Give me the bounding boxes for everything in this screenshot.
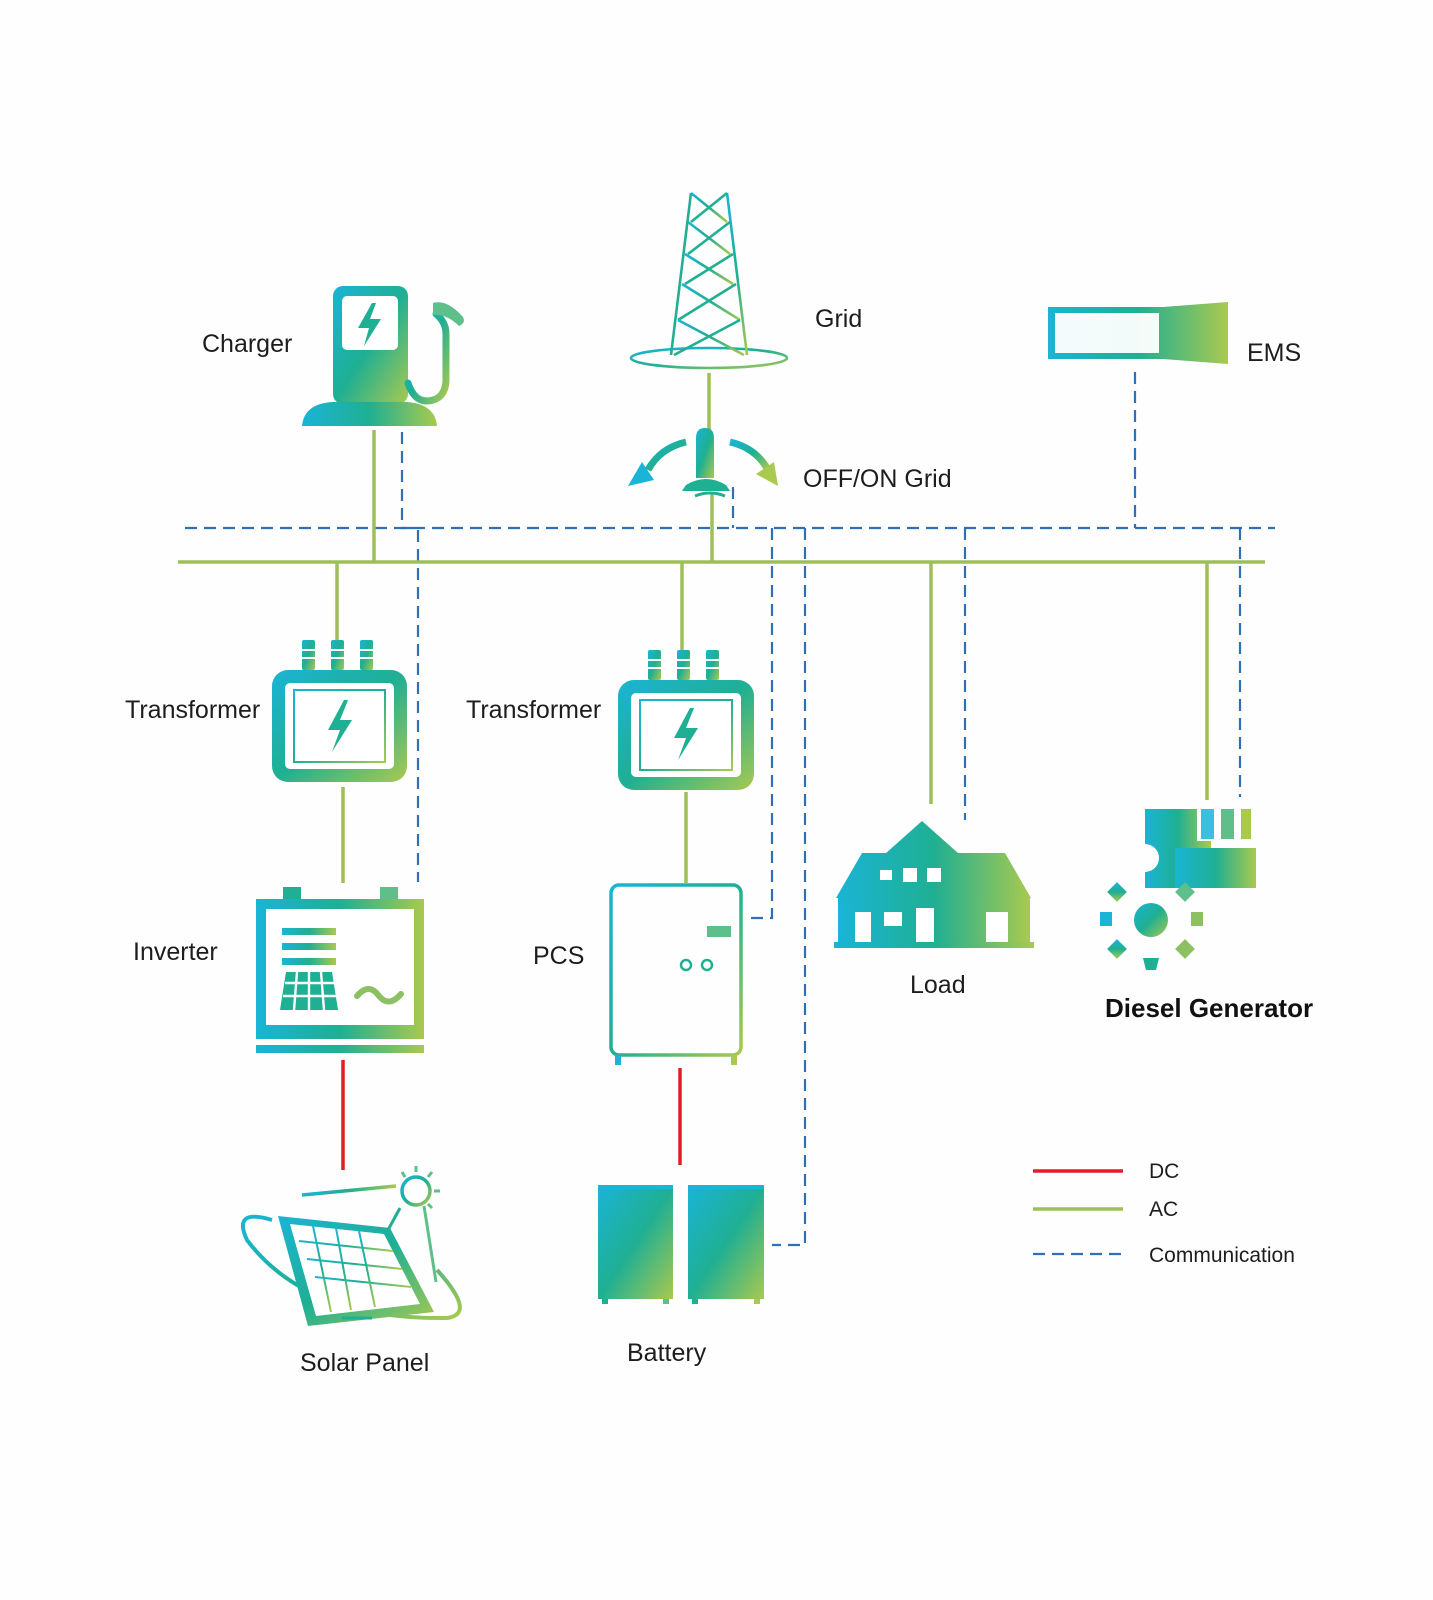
load-label: Load xyxy=(910,971,966,999)
legend-dc-label: DC xyxy=(1149,1160,1179,1183)
communication-lines xyxy=(185,372,1275,1247)
dc-lines xyxy=(341,1060,682,1170)
generator-gear-icon xyxy=(1100,809,1256,970)
legend-ac-label: AC xyxy=(1149,1198,1178,1221)
legend: DC AC Communication xyxy=(1033,1160,1295,1267)
server-rack-icon xyxy=(1048,302,1228,364)
solar-panel-icon xyxy=(240,1166,462,1326)
grid-label: Grid xyxy=(815,305,862,333)
solar-panel-label: Solar Panel xyxy=(300,1349,429,1377)
inverter-icon xyxy=(256,887,424,1053)
battery-label: Battery xyxy=(627,1339,707,1367)
transformer-icon xyxy=(618,650,754,790)
legend-communication-label: Communication xyxy=(1149,1244,1295,1267)
power-tower-icon xyxy=(629,191,789,370)
comm-charger-inverter xyxy=(400,432,420,882)
comm-battery xyxy=(772,528,807,1247)
pcs-cabinet-icon xyxy=(609,883,743,1065)
pcs-label: PCS xyxy=(533,942,584,970)
transformer-icon xyxy=(272,640,407,782)
ev-charger-icon xyxy=(302,286,464,426)
grid-switch-icon xyxy=(628,428,778,498)
battery-cabinet-icon xyxy=(598,1185,764,1304)
ems-label: EMS xyxy=(1247,339,1301,367)
charger-label: Charger xyxy=(202,330,292,358)
house-icon xyxy=(834,821,1034,948)
diesel-generator-label: Diesel Generator xyxy=(1105,993,1313,1023)
inverter-label: Inverter xyxy=(133,938,218,966)
comm-pcs xyxy=(744,528,774,920)
ac-lines xyxy=(178,373,1265,883)
switch-label: OFF/ON Grid xyxy=(803,465,952,493)
transformer-right-label: Transformer xyxy=(466,696,601,724)
transformer-left-label: Transformer xyxy=(125,696,260,724)
